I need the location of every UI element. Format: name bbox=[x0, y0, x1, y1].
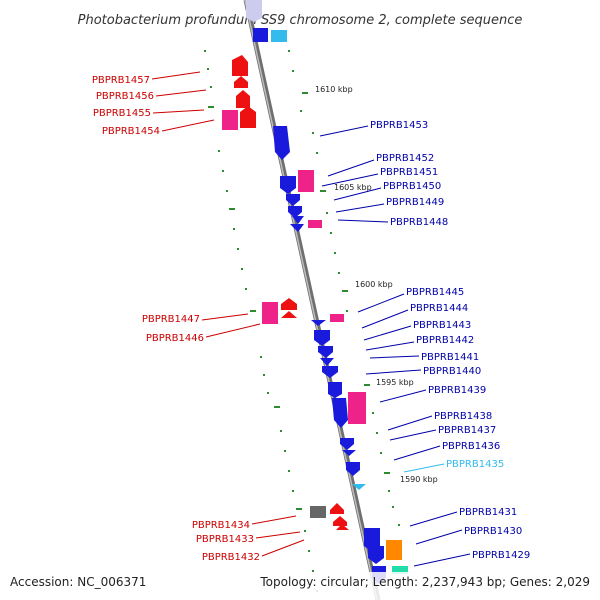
label-pbprb1444[interactable]: PBPRB1444 bbox=[410, 303, 468, 314]
gene-pbprb1429[interactable] bbox=[392, 566, 408, 574]
gene-pbprb1430[interactable] bbox=[386, 540, 402, 560]
label-pbprb1452[interactable]: PBPRB1452 bbox=[376, 153, 434, 164]
gene-pbprb1448[interactable] bbox=[308, 220, 322, 228]
gene-pbprb1449-a[interactable] bbox=[288, 206, 302, 218]
gene-pbprb1435[interactable] bbox=[352, 484, 366, 490]
gene-pbprb1449-b[interactable] bbox=[292, 216, 304, 224]
gene-pbprb1446-b[interactable] bbox=[281, 311, 297, 318]
label-pbprb1451[interactable]: PBPRB1451 bbox=[380, 167, 438, 178]
label-pbprb1433[interactable]: PBPRB1433 bbox=[196, 534, 254, 545]
gene-pbprb1441[interactable] bbox=[320, 358, 334, 366]
map-title: Photobacterium profundum SS9 chromosome … bbox=[78, 13, 523, 28]
gene-pbprb1433-b[interactable] bbox=[333, 516, 347, 526]
label-pbprb1448[interactable]: PBPRB1448 bbox=[390, 217, 448, 228]
gene-pbprb1451[interactable] bbox=[280, 176, 296, 194]
topology-text: Topology: circular; Length: 2,237,943 bp… bbox=[259, 575, 590, 589]
gene-pbprb1455-a[interactable] bbox=[236, 90, 250, 108]
label-pbprb1436[interactable]: PBPRB1436 bbox=[442, 441, 500, 452]
label-pbprb1454[interactable]: PBPRB1454 bbox=[102, 126, 160, 137]
gene-pbprb1440[interactable] bbox=[322, 366, 338, 378]
scale-label-1595: 1595 kbp bbox=[376, 378, 414, 387]
footer-background bbox=[0, 572, 600, 600]
label-pbprb1440[interactable]: PBPRB1440 bbox=[423, 366, 481, 377]
gene-pbprb1455-b[interactable] bbox=[240, 106, 256, 128]
label-pbprb1442[interactable]: PBPRB1442 bbox=[416, 335, 474, 346]
label-pbprb1430[interactable]: PBPRB1430 bbox=[464, 526, 522, 537]
right-gene-labels: PBPRB1453 PBPRB1452 PBPRB1451 PBPRB1450 … bbox=[319, 120, 530, 567]
label-pbprb1447[interactable]: PBPRB1447 bbox=[142, 314, 200, 325]
scale-label-1605: 1605 kbp bbox=[334, 183, 372, 192]
gene-pbprb1447[interactable] bbox=[262, 302, 278, 324]
gene-pbprb1432[interactable] bbox=[336, 524, 349, 530]
label-pbprb1443[interactable]: PBPRB1443 bbox=[413, 320, 471, 331]
gene-pbprb1434[interactable] bbox=[310, 506, 326, 518]
label-pbprb1434[interactable]: PBPRB1434 bbox=[192, 520, 250, 531]
label-pbprb1455[interactable]: PBPRB1455 bbox=[93, 108, 151, 119]
label-pbprb1429[interactable]: PBPRB1429 bbox=[472, 550, 530, 561]
gene-pbprb1453[interactable] bbox=[273, 126, 290, 160]
label-pbprb1437[interactable]: PBPRB1437 bbox=[438, 425, 496, 436]
gene-pbprb1456[interactable] bbox=[234, 76, 248, 88]
gene-pbprb1449-c[interactable] bbox=[290, 224, 304, 232]
gene-pbprb1442[interactable] bbox=[318, 346, 333, 358]
scale-label-1610: 1610 kbp bbox=[315, 85, 353, 94]
label-pbprb1457[interactable]: PBPRB1457 bbox=[92, 75, 150, 86]
label-pbprb1439[interactable]: PBPRB1439 bbox=[428, 385, 486, 396]
label-pbprb1449[interactable]: PBPRB1449 bbox=[386, 197, 444, 208]
label-pbprb1456[interactable]: PBPRB1456 bbox=[96, 91, 154, 102]
accession-text: Accession: NC_006371 bbox=[10, 575, 146, 589]
gene-pbprb1437[interactable] bbox=[340, 438, 354, 450]
strand-tick-marks bbox=[204, 50, 400, 592]
scale-label-1600: 1600 kbp bbox=[355, 280, 393, 289]
label-pbprb1450[interactable]: PBPRB1450 bbox=[383, 181, 441, 192]
gene-pbprb1439-a[interactable] bbox=[328, 382, 342, 398]
scale-label-1590: 1590 kbp bbox=[400, 475, 438, 484]
gene-pbprb1452[interactable] bbox=[298, 170, 314, 192]
gene-top-1[interactable] bbox=[246, 0, 262, 22]
gene-pbprb1433-a[interactable] bbox=[330, 503, 344, 514]
label-pbprb1453[interactable]: PBPRB1453 bbox=[370, 120, 428, 131]
gene-pbprb1445[interactable] bbox=[330, 314, 344, 322]
gene-pbprb1457[interactable] bbox=[232, 55, 248, 76]
label-pbprb1435[interactable]: PBPRB1435 bbox=[446, 459, 504, 470]
gene-pbprb1430-a[interactable] bbox=[368, 546, 384, 564]
gene-top-2[interactable] bbox=[253, 28, 268, 42]
gene-pbprb1450[interactable] bbox=[286, 194, 300, 206]
gene-pbprb1446-a[interactable] bbox=[281, 298, 297, 310]
label-pbprb1445[interactable]: PBPRB1445 bbox=[406, 287, 464, 298]
label-pbprb1432[interactable]: PBPRB1432 bbox=[202, 552, 260, 563]
chromosome-backbone-highlight bbox=[244, 0, 378, 600]
gene-pbprb1436-a[interactable] bbox=[342, 450, 356, 456]
gene-pbprb1444[interactable] bbox=[311, 320, 326, 326]
label-pbprb1438[interactable]: PBPRB1438 bbox=[434, 411, 492, 422]
gene-pbprb1438[interactable] bbox=[332, 398, 348, 428]
gene-top-3[interactable] bbox=[271, 30, 287, 42]
gene-pbprb1443[interactable] bbox=[314, 330, 330, 346]
gene-pbprb1436[interactable] bbox=[346, 462, 360, 476]
left-gene-labels: PBPRB1457 PBPRB1456 PBPRB1455 PBPRB1454 … bbox=[92, 71, 305, 563]
gene-pbprb1454[interactable] bbox=[222, 110, 238, 130]
gene-pbprb1439[interactable] bbox=[348, 392, 366, 424]
chromosome-backbone bbox=[243, 0, 381, 600]
label-pbprb1441[interactable]: PBPRB1441 bbox=[421, 352, 479, 363]
label-pbprb1431[interactable]: PBPRB1431 bbox=[459, 507, 517, 518]
label-pbprb1446[interactable]: PBPRB1446 bbox=[146, 333, 204, 344]
